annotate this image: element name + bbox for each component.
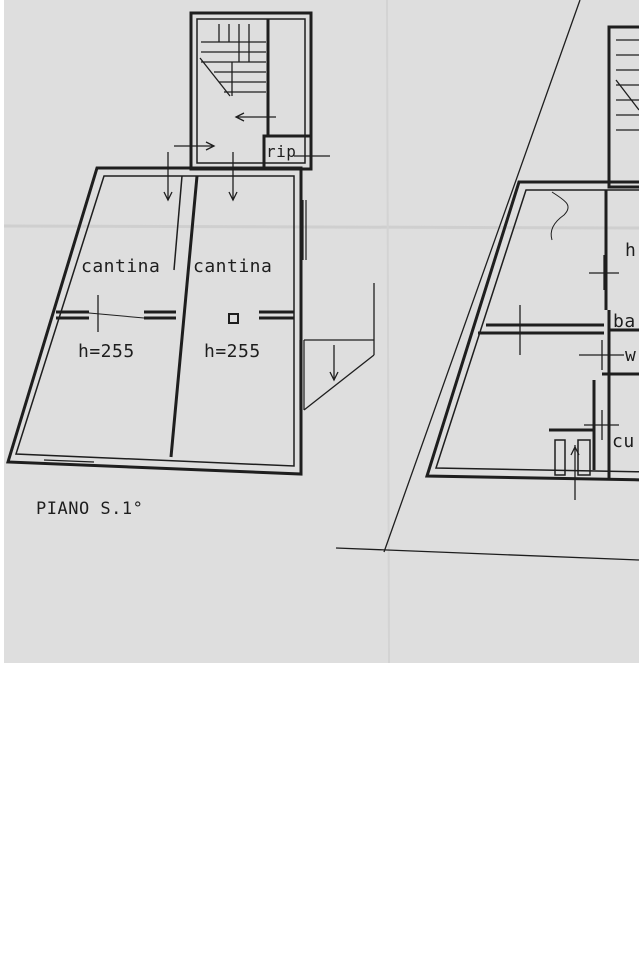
ceiling-height-left: h=255 [78, 341, 135, 362]
plot-boundary [335, 547, 639, 561]
partition-wall [169, 175, 199, 458]
stair-block-inner [196, 18, 306, 164]
floor-title: PIANO S.1° [36, 499, 144, 519]
floor-plan-sheet: cantina cantina h=255 h=255 rip h ba w c… [4, 0, 639, 663]
window-marks [299, 200, 307, 410]
stair-steps-icon [199, 24, 266, 97]
external-ramp [303, 283, 375, 411]
room-label-bath-partial: ba [613, 311, 636, 332]
pencil-mark [550, 191, 569, 241]
paper-fold-horizontal [4, 224, 639, 230]
arrow-icon [174, 112, 276, 151]
plot-boundary [383, 0, 581, 553]
cellar-outer-wall [6, 166, 303, 476]
room-label-rip: rip [266, 142, 297, 161]
apartment-outer-wall [424, 180, 639, 482]
stair-steps-icon [615, 39, 639, 131]
arrow-icon [97, 152, 238, 332]
floor-plan-drawing [4, 0, 639, 663]
room-label-wc-partial: w [625, 345, 637, 366]
room-label-cantina-right: cantina [193, 256, 273, 277]
left-floor-plan [6, 11, 375, 476]
window-marks [43, 459, 95, 463]
wall-detail [554, 439, 566, 476]
room-label-kitchen-partial: cu [612, 431, 635, 452]
cellar-inner-wall [14, 175, 295, 467]
ceiling-height-right: h=255 [204, 341, 261, 362]
paper-fold-vertical [386, 0, 390, 663]
internal-wall-segments [56, 310, 294, 320]
wall-detail [577, 439, 591, 476]
room-label-cantina-left: cantina [81, 256, 161, 277]
arrow-icon [504, 255, 624, 500]
right-floor-plan [335, 0, 639, 561]
ceiling-height-label-partial: h [625, 240, 637, 261]
pillar [228, 313, 239, 324]
internal-wall-segments [478, 190, 639, 480]
stair-block-outer [607, 25, 639, 189]
